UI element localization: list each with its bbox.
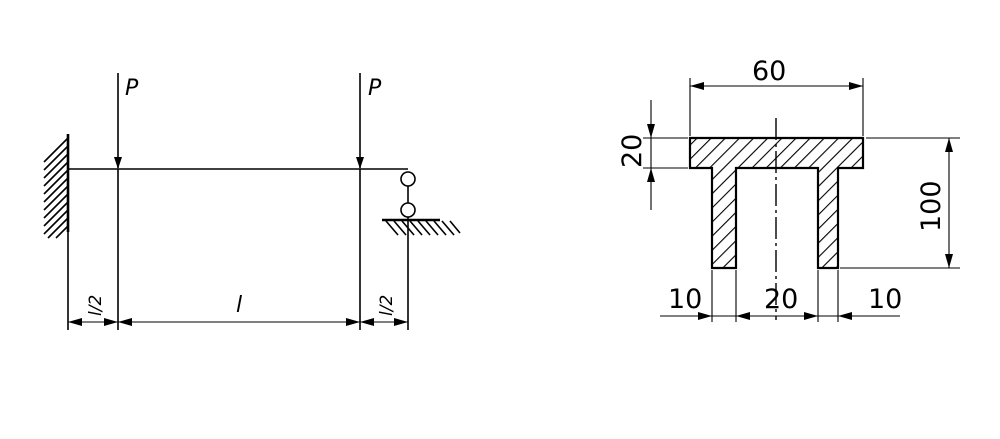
dim-width: 60: [752, 56, 786, 87]
dim-label-right: l/2: [377, 295, 397, 316]
fixed-support-icon: [43, 134, 70, 239]
dim-label-middle: l: [236, 293, 242, 318]
load-label-left: P: [125, 76, 139, 101]
dim-web-right: 10: [868, 284, 902, 315]
section-shape: [688, 136, 865, 270]
dim-flange: 20: [617, 134, 648, 168]
beam-diagram: P P l/2 l l/2: [43, 73, 461, 330]
cross-section: 60 20 100 10 20 10: [617, 56, 960, 322]
roller-support-icon: [382, 171, 461, 236]
dim-web-left: 10: [668, 284, 702, 315]
dim-height: 100: [916, 180, 947, 232]
dim-label-left: l/2: [86, 295, 106, 316]
dim-gap: 20: [764, 284, 798, 315]
load-label-right: P: [368, 76, 382, 101]
